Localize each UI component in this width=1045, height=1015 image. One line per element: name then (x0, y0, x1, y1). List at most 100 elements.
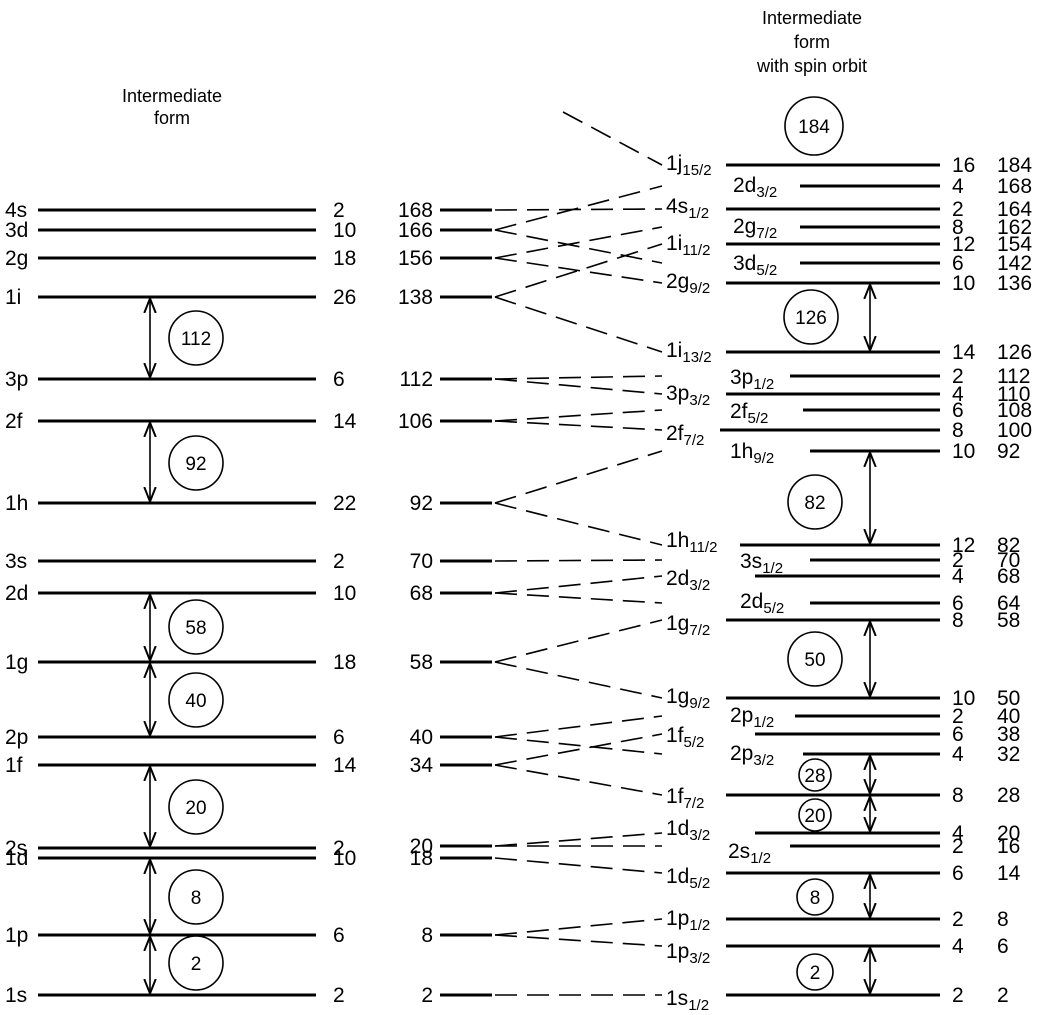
right-level-degeneracy: 16 (952, 154, 975, 177)
right-level-degeneracy: 8 (952, 609, 964, 632)
mid-level-total: 40 (410, 726, 433, 749)
left-title-line-1: Intermediate (122, 86, 222, 106)
right-level-label: 2f7/2 (666, 422, 704, 449)
right-level-j-subscript: 5/2 (684, 734, 705, 751)
right-level-label: 1d3/2 (666, 817, 710, 844)
right-level-j-subscript: 3/2 (689, 827, 710, 844)
right-level-total: 2 (997, 984, 1009, 1007)
right-level-degeneracy: 10 (952, 687, 975, 710)
left-magic-circle (168, 779, 224, 835)
right-level-total: 28 (997, 784, 1020, 807)
right-level-label: 3s1/2 (740, 550, 783, 577)
right-level-label: 2f5/2 (730, 400, 768, 427)
right-level-degeneracy: 2 (952, 908, 964, 931)
right-magic-circle (787, 631, 843, 687)
right-magic-number: 82 (804, 493, 825, 514)
right-level-label: 2g7/2 (733, 215, 777, 242)
right-level-j-subscript: 9/2 (689, 280, 710, 297)
left-magic-circle (168, 599, 224, 655)
right-level-degeneracy: 6 (952, 723, 964, 746)
right-level-total: 164 (997, 198, 1032, 221)
left-magic-number: 92 (185, 454, 206, 475)
right-level-label: 2d3/2 (666, 567, 710, 594)
right-level-j-subscript: 9/2 (753, 450, 774, 467)
left-magic-circle (168, 935, 224, 991)
right-level-j-subscript: 11/2 (682, 242, 710, 259)
right-level-degeneracy: 6 (952, 862, 964, 885)
connector-dashed-line (494, 575, 663, 594)
right-level-degeneracy: 10 (952, 272, 975, 295)
right-level-total: 100 (997, 419, 1032, 442)
right-level-total: 154 (997, 233, 1032, 256)
mid-level-total: 106 (398, 410, 433, 433)
connector-dashed-line (562, 111, 663, 166)
right-level-total: 142 (997, 252, 1032, 275)
mid-level-total: 18 (410, 847, 433, 870)
connector-dashed-line (494, 857, 663, 874)
right-level-total: 58 (997, 609, 1020, 632)
mid-level-total: 156 (398, 247, 433, 270)
left-level-degeneracy: 14 (333, 754, 357, 777)
mid-level-total: 168 (398, 199, 433, 222)
right-level-total: 162 (997, 216, 1032, 239)
left-magic-circle (168, 672, 224, 728)
left-level-label: 2p (5, 726, 28, 749)
connector-dashed-line (494, 559, 663, 562)
right-level-label: 1s1/2 (666, 987, 709, 1014)
mid-level-total: 166 (398, 219, 433, 242)
right-level-label: 2g9/2 (666, 270, 710, 297)
right-level-total: 92 (997, 440, 1020, 463)
right-level-label: 4s1/2 (666, 195, 709, 222)
right-magic-circle (783, 289, 839, 345)
right-magic-circle (796, 953, 834, 991)
right-level-label: 1p1/2 (666, 907, 710, 934)
right-level-degeneracy: 14 (952, 341, 976, 364)
mid-level-total: 34 (410, 754, 434, 777)
left-level-label: 1s (5, 984, 27, 1007)
left-magic-number: 2 (191, 954, 202, 975)
left-level-degeneracy: 18 (333, 651, 356, 674)
right-level-label: 2d5/2 (740, 590, 784, 617)
left-level-label: 2s (5, 837, 27, 860)
connector-dashed-line (494, 592, 663, 604)
connector-dashed-line (494, 243, 663, 298)
connector-dashed-line (494, 257, 663, 284)
right-magic-number: 50 (804, 650, 825, 671)
right-level-total: 82 (997, 534, 1020, 557)
left-level-label: 3s (5, 550, 27, 573)
connector-dashed-line (494, 619, 663, 663)
right-level-degeneracy: 2 (952, 984, 964, 1007)
mid-level-total: 92 (410, 492, 433, 515)
connector-dashed-line (494, 409, 663, 422)
left-level-label: 3d (5, 219, 28, 242)
right-level-j-subscript: 3/2 (756, 184, 777, 201)
right-level-total: 168 (997, 175, 1032, 198)
left-magic-circle (168, 435, 224, 491)
mid-level-total: 8 (421, 924, 433, 947)
right-magic-circle (787, 474, 843, 530)
left-level-degeneracy: 2 (333, 984, 345, 1007)
right-level-j-subscript: 13/2 (682, 349, 711, 366)
right-level-label: 3p1/2 (730, 366, 774, 393)
right-level-degeneracy: 2 (952, 198, 964, 221)
left-level-label: 4s (5, 199, 27, 222)
right-magic-number: 28 (804, 766, 825, 787)
right-magic-number: 2 (810, 963, 821, 984)
right-level-total: 6 (997, 935, 1009, 958)
connector-dashed-line (494, 226, 663, 259)
right-level-j-subscript: 1/2 (689, 917, 710, 934)
right-level-degeneracy: 4 (952, 743, 964, 766)
right-level-degeneracy: 6 (952, 399, 964, 422)
left-level-degeneracy: 2 (333, 550, 345, 573)
right-level-label: 1i13/2 (666, 339, 712, 366)
left-level-degeneracy: 2 (333, 837, 345, 860)
right-level-total: 136 (997, 272, 1032, 295)
left-level-label: 2g (5, 247, 28, 270)
left-level-degeneracy: 10 (333, 219, 356, 242)
right-level-degeneracy: 10 (952, 440, 975, 463)
right-level-total: 38 (997, 723, 1020, 746)
right-level-label: 1d5/2 (666, 865, 710, 892)
connector-dashed-line (494, 502, 663, 546)
right-level-total: 68 (997, 565, 1020, 588)
